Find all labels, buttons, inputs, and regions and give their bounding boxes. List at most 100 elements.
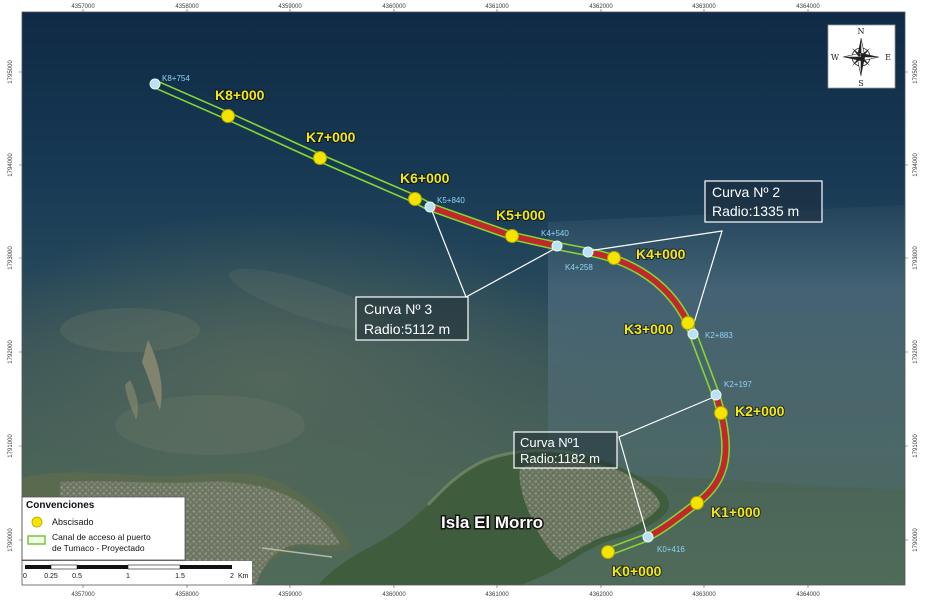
coordinate-label: 1793000 xyxy=(8,246,14,270)
station-marker xyxy=(505,229,519,243)
urban-area-el-morro xyxy=(519,461,660,560)
station-k2-000: K2+000 xyxy=(714,402,786,420)
mudflat xyxy=(115,395,305,455)
station-marker xyxy=(710,389,722,401)
sandbar-island xyxy=(125,380,138,420)
frame-bottom-ticks: 4357000 4358000 4359000 4360000 4361000 … xyxy=(71,592,820,598)
coordinate-label: 4363000 xyxy=(692,4,716,10)
station-label: K1+000 xyxy=(711,504,761,520)
station-marker xyxy=(424,201,436,213)
curve-title: Curva Nº 2 xyxy=(712,184,780,200)
station-label: K8+754 xyxy=(162,74,190,83)
coordinate-label: 4357000 xyxy=(71,592,95,598)
station-label: K5+840 xyxy=(437,196,465,205)
station-marker xyxy=(714,406,728,420)
station-label: K7+000 xyxy=(306,129,356,145)
station-k4-540: K4+540 xyxy=(541,229,569,252)
coordinate-label: 1794000 xyxy=(8,153,14,177)
station-label: K0+416 xyxy=(657,545,685,554)
scale-segment xyxy=(180,565,232,569)
scale-segment xyxy=(77,565,128,569)
mudflat xyxy=(60,308,200,352)
frame-tick-marks xyxy=(19,9,908,588)
station-marker xyxy=(607,251,621,265)
coordinate-label: 4361000 xyxy=(485,592,509,598)
station-k8-754: K8+754 xyxy=(149,74,190,90)
station-marker xyxy=(221,109,235,123)
curve-1-callout-lines xyxy=(618,396,715,536)
station-k1-000: K1+000 xyxy=(690,496,762,521)
coordinate-label: 4360000 xyxy=(382,4,406,10)
scale-bar: 0 0.25 0.5 1 1.5 2 Km xyxy=(22,561,252,585)
scale-tick-label: 0 xyxy=(23,573,27,580)
coordinate-label: 4361000 xyxy=(485,4,509,10)
coordinate-label: 4358000 xyxy=(175,592,199,598)
callout-box xyxy=(513,431,618,469)
frame-right-ticks: 1795000 1794000 1793000 1792000 1791000 … xyxy=(913,60,919,552)
curve-radius: Radio:1335 m xyxy=(712,203,799,219)
station-marker xyxy=(551,240,563,252)
coordinate-label: 4363000 xyxy=(692,592,716,598)
compass-west-label: W xyxy=(831,53,840,62)
station-marker xyxy=(149,78,161,90)
map-frame xyxy=(21,11,906,586)
station-label: K0+000 xyxy=(612,563,662,579)
frame-left-ticks: 1795000 1794000 1793000 1792000 1791000 … xyxy=(8,60,14,552)
scale-tick-label: 1 xyxy=(126,573,130,580)
station-label: K2+000 xyxy=(735,403,785,419)
coordinate-label: 4362000 xyxy=(589,4,613,10)
station-k7-000: K7+000 xyxy=(305,128,357,165)
coordinate-label: 4362000 xyxy=(589,592,613,598)
station-k3-000: K3+000 xyxy=(623,316,695,338)
callout-box xyxy=(355,296,469,341)
coordinate-label: 1792000 xyxy=(8,340,14,364)
legend-point-symbol xyxy=(31,516,43,528)
station-marker xyxy=(642,531,654,543)
compass-east-label: E xyxy=(885,53,891,62)
station-k8-000: K8+000 xyxy=(214,86,266,123)
station-k5-000: K5+000 xyxy=(495,206,547,243)
station-label: K6+000 xyxy=(400,170,450,186)
station-marker xyxy=(687,328,699,340)
coordinate-label: 4360000 xyxy=(382,592,406,598)
station-marker xyxy=(408,192,422,206)
legend-channel-symbol xyxy=(27,535,46,545)
curve-2-callout-lines xyxy=(587,230,723,324)
scale-unit-label: Km xyxy=(238,573,249,580)
station-marker xyxy=(681,316,695,330)
coordinate-label: 4359000 xyxy=(278,4,302,10)
station-label: K4+258 xyxy=(565,263,593,272)
station-label: K2+883 xyxy=(705,331,733,340)
coordinate-label: 4364000 xyxy=(796,592,820,598)
scale-segment xyxy=(25,565,51,569)
scale-tick-label: 0.5 xyxy=(72,573,82,580)
image-tile-lighter-area xyxy=(548,205,905,490)
station-label: K3+000 xyxy=(624,321,674,337)
station-marker xyxy=(582,246,594,258)
curve-title: Curva Nº 3 xyxy=(364,301,432,317)
coordinate-label: 1790000 xyxy=(8,528,14,552)
compass-rose: N S E W xyxy=(827,24,896,89)
station-marker xyxy=(313,151,327,165)
scale-segment xyxy=(50,564,78,570)
station-label: K5+000 xyxy=(496,207,546,223)
curve-radius: Radio:1182 m xyxy=(520,451,600,466)
station-k0-416: K0+416 xyxy=(642,531,685,554)
station-label: K8+000 xyxy=(215,87,265,103)
compass-star-icon xyxy=(842,37,880,77)
legend-channel-label-line2: de Tumaco - Proyectado xyxy=(52,543,145,553)
station-marker xyxy=(601,545,615,559)
coordinate-label: 1791000 xyxy=(8,434,14,458)
scale-tick-label: 1.5 xyxy=(175,573,185,580)
station-k2-197: K2+197 xyxy=(710,380,752,401)
legend-box xyxy=(21,496,186,561)
coordinate-label: 4359000 xyxy=(278,592,302,598)
curve-1-callout: Curva Nº1 Radio:1182 m xyxy=(513,431,618,469)
legend-channel-label-line1: Canal de acceso al puerto xyxy=(52,532,151,542)
legend-point-label: Abscisado xyxy=(52,517,94,527)
station-k4-258: K4+258 xyxy=(565,246,594,272)
curve-1-section xyxy=(646,394,729,540)
station-k6-000: K6+000 xyxy=(399,169,451,206)
coordinate-label: 1795000 xyxy=(8,60,14,84)
coordinate-label: 1791000 xyxy=(913,434,919,458)
